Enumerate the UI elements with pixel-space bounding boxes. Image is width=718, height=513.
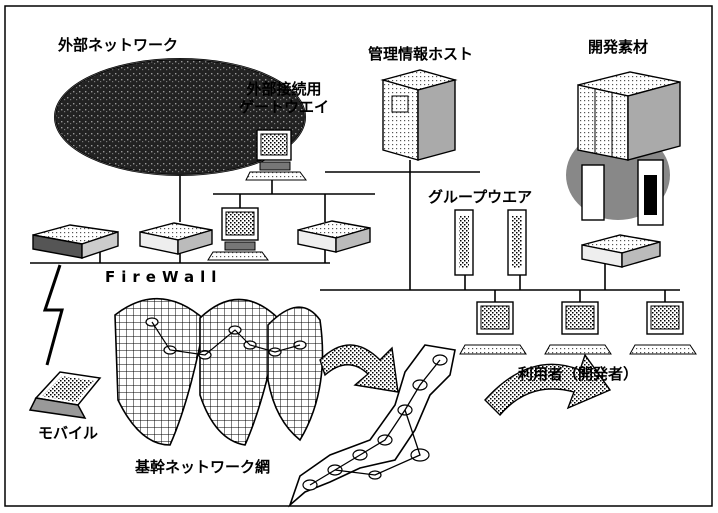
arrow-icon xyxy=(484,353,612,417)
gateway-label-line2: ゲートウエイ xyxy=(238,98,329,116)
router-icon xyxy=(139,222,213,255)
world-map-icon xyxy=(114,297,324,446)
dev-materials-server-icon xyxy=(566,71,681,268)
gateway-terminal-icon xyxy=(245,129,307,181)
gateway-terminal-icon xyxy=(207,207,269,261)
users-label: 利用者（開発者） xyxy=(518,365,639,383)
groupware-label: グループウエア xyxy=(428,188,533,206)
groupware-server-icon xyxy=(454,209,527,276)
gateway-label-line1: 外部接続用 xyxy=(246,80,322,98)
dev-materials-label: 開発素材 xyxy=(588,38,649,56)
diagram-frame xyxy=(4,5,713,507)
gateway-label: 外部接続用 ゲートウエイ xyxy=(228,80,340,116)
user-terminal-icon xyxy=(459,301,527,355)
management-host-icon xyxy=(380,69,458,161)
firewall-label: FireWall xyxy=(105,268,223,286)
mobile-laptop-icon xyxy=(28,371,102,419)
backbone-label: 基幹ネットワーク網 xyxy=(135,458,271,476)
user-terminal-icon xyxy=(544,301,612,355)
arrow-icon xyxy=(319,344,399,393)
external-network-globe-icon xyxy=(54,58,306,176)
network-lines xyxy=(30,156,680,305)
japan-map-icon xyxy=(288,344,456,508)
router-icon xyxy=(32,224,119,259)
external-network-label: 外部ネットワーク xyxy=(58,36,179,54)
router-icon xyxy=(297,220,371,253)
management-host-label: 管理情報ホスト xyxy=(368,45,474,63)
lightning-icon xyxy=(42,264,64,366)
user-terminal-icon xyxy=(629,301,697,355)
mobile-label: モバイル xyxy=(38,424,99,442)
